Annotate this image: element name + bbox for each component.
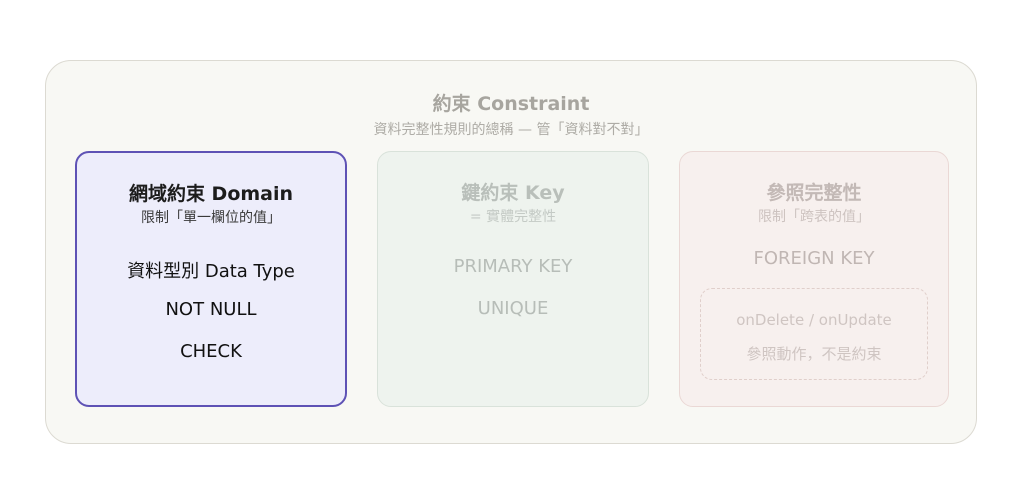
constraint-subtitle: 資料完整性規則的總稱 — 管「資料對不對」 <box>373 122 649 138</box>
key-item-primary-key: PRIMARY KEY <box>453 256 573 277</box>
key-subtitle: = 實體完整性 <box>469 209 557 225</box>
domain-item-not-null: NOT NULL <box>165 299 257 320</box>
referential-integrity-panel: 參照完整性 限制「跨表的值」 FOREIGN KEY onDelete / on… <box>679 151 949 407</box>
key-constraint-panel: 鍵約束 Key = 實體完整性 PRIMARY KEY UNIQUE <box>377 151 649 407</box>
referential-note-line1: onDelete / onUpdate <box>736 311 892 329</box>
referential-subtitle: 限制「跨表的值」 <box>758 209 870 225</box>
constraint-container: 約束 Constraint 資料完整性規則的總稱 — 管「資料對不對」 網域約束… <box>45 60 977 444</box>
key-title: 鍵約束 Key <box>461 182 565 204</box>
referential-item-foreign-key: FOREIGN KEY <box>753 248 875 269</box>
referential-note-line2: 參照動作，不是約束 <box>746 345 882 363</box>
referential-action-note: onDelete / onUpdate 參照動作，不是約束 <box>700 288 928 380</box>
referential-title: 參照完整性 <box>766 182 862 204</box>
domain-item-data-type: 資料型別 Data Type <box>127 261 295 282</box>
constraint-title: 約束 Constraint <box>432 93 590 115</box>
domain-subtitle: 限制「單一欄位的值」 <box>141 210 281 226</box>
domain-item-check: CHECK <box>180 341 242 362</box>
domain-title: 網域約束 Domain <box>128 183 294 205</box>
domain-constraint-panel: 網域約束 Domain 限制「單一欄位的值」 資料型別 Data Type NO… <box>75 151 347 407</box>
key-item-unique: UNIQUE <box>477 298 549 319</box>
